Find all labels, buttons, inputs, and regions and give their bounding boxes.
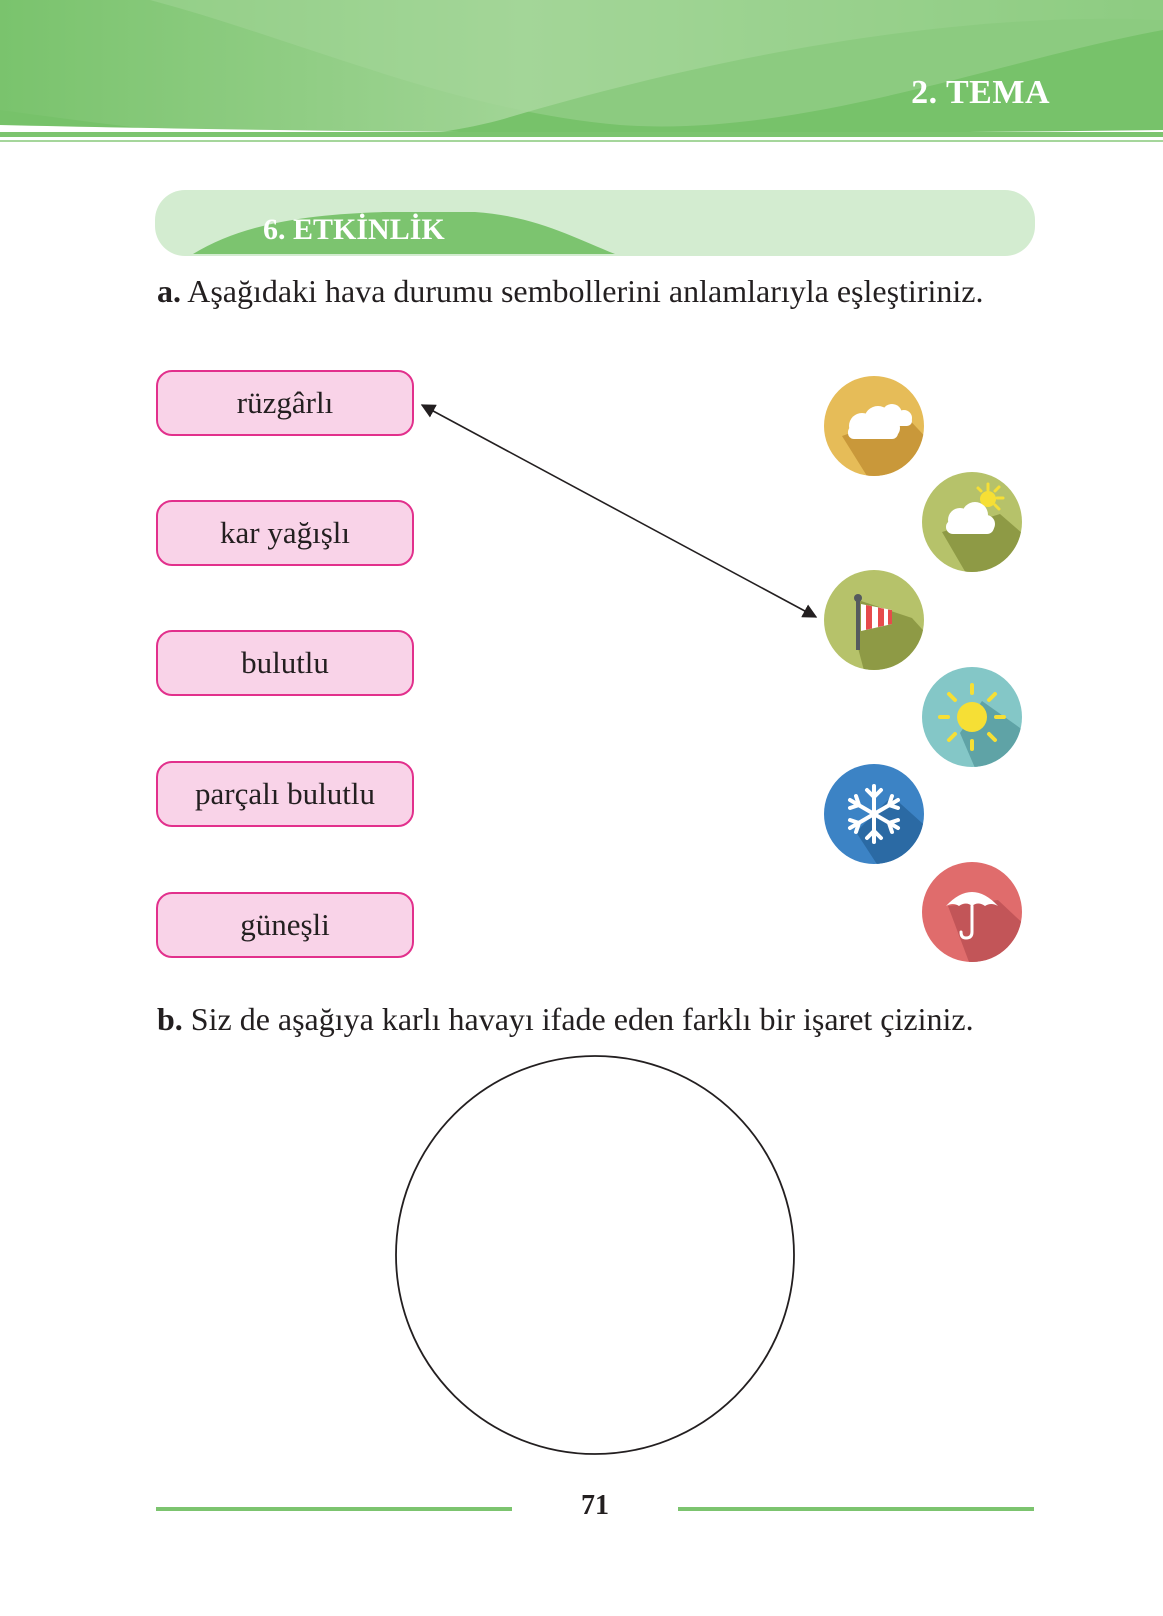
header-band (0, 0, 1163, 150)
footer-line-right (678, 1507, 1034, 1511)
instruction-a: a. Aşağıdaki hava durumu sembollerini an… (157, 272, 1031, 311)
snowflake-icon (824, 764, 924, 864)
partly-cloudy-icon (922, 472, 1022, 572)
word-box-windy: rüzgârlı (156, 370, 414, 436)
word-box-sunny: güneşli (156, 892, 414, 958)
word-box-partly-cloudy: parçalı bulutlu (156, 761, 414, 827)
sun-icon (922, 667, 1022, 767)
activity-title-bar (155, 190, 1035, 256)
word-box-cloudy: bulutlu (156, 630, 414, 696)
instruction-b-text: Siz de aşağıya karlı havayı ifade eden f… (182, 1001, 974, 1037)
activity-title: 6. ETKİNLİK (263, 213, 445, 246)
instruction-a-label: a. (157, 273, 181, 309)
windsock-icon (824, 570, 924, 670)
instruction-b: b. Siz de aşağıya karlı havayı ifade ede… (157, 1000, 1031, 1039)
theme-label: 2. TEMA (911, 74, 1050, 111)
footer-line-left (156, 1507, 512, 1511)
instruction-a-text: Aşağıdaki hava durumu sembollerini anlam… (181, 273, 984, 309)
cloudy-icon (824, 376, 924, 476)
page-number: 71 (581, 1490, 609, 1521)
umbrella-icon (922, 862, 1022, 962)
instruction-b-label: b. (157, 1001, 183, 1037)
word-box-snowy: kar yağışlı (156, 500, 414, 566)
